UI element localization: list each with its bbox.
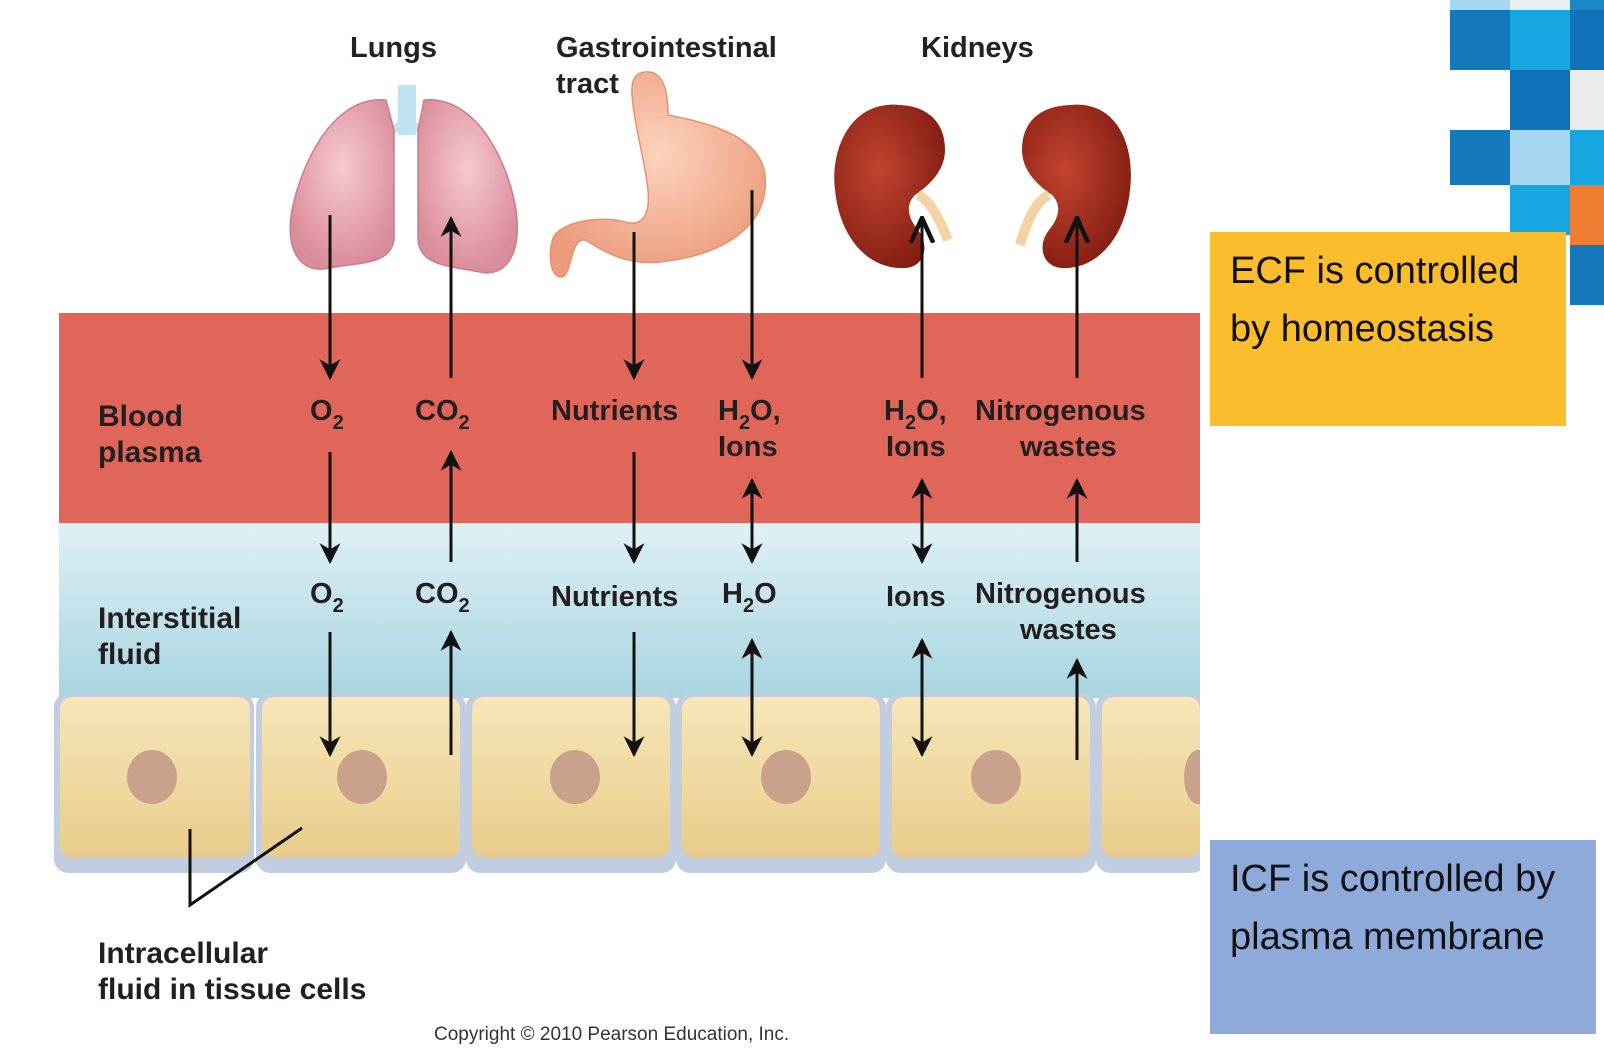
interstitial-nitrogenous-label-line1: Nitrogenous bbox=[975, 578, 1146, 610]
interstitial-label-line2: fluid bbox=[98, 638, 161, 671]
plasma-kidney-h2o-label: H2O, bbox=[884, 395, 947, 434]
gi-tract-label-line2: tract bbox=[556, 68, 619, 100]
kidneys-label: Kidneys bbox=[921, 32, 1034, 64]
interstitial-h2o-label: H2O bbox=[722, 578, 777, 617]
plasma-nutrients-label: Nutrients bbox=[551, 395, 678, 427]
tissue-cells bbox=[54, 693, 1212, 873]
intracellular-label-line2: fluid in tissue cells bbox=[98, 973, 366, 1006]
plasma-kidney-ions-label: Ions bbox=[886, 431, 946, 463]
interstitial-nitrogenous-label-line2: wastes bbox=[1019, 614, 1117, 646]
icf-note: ICF is controlled by plasma membrane bbox=[1210, 840, 1596, 1034]
intracellular-pointer bbox=[188, 826, 303, 908]
plasma-nitrogenous-label-line2: wastes bbox=[1019, 431, 1117, 463]
interstitial-ions-label: Ions bbox=[886, 581, 946, 613]
blood-plasma-label-line1: Blood bbox=[98, 400, 183, 433]
ecf-note: ECF is controlled by homeostasis bbox=[1210, 232, 1566, 426]
plasma-o2-label: O2 bbox=[310, 395, 344, 434]
interstitial-co2-label: CO2 bbox=[415, 578, 470, 617]
gi-tract-label-line1: Gastrointestinal bbox=[556, 32, 777, 64]
blood-plasma-label-line2: plasma bbox=[98, 436, 202, 469]
plasma-gi-ions-label: Ions bbox=[718, 431, 778, 463]
corner-tiles bbox=[1450, 0, 1604, 305]
lungs-icon bbox=[289, 85, 519, 274]
lungs-label: Lungs bbox=[350, 32, 437, 64]
plasma-gi-h2o-label: H2O, bbox=[718, 395, 781, 434]
stomach-icon bbox=[549, 71, 767, 278]
interstitial-nutrients-label: Nutrients bbox=[551, 581, 678, 613]
plasma-co2-label: CO2 bbox=[415, 395, 470, 434]
copyright-text: Copyright © 2010 Pearson Education, Inc. bbox=[434, 1024, 789, 1045]
plasma-nitrogenous-label-line1: Nitrogenous bbox=[975, 395, 1146, 427]
intracellular-label-line1: Intracellular bbox=[98, 937, 268, 970]
blood-plasma-band bbox=[59, 313, 1200, 523]
interstitial-label-line1: Interstitial bbox=[98, 602, 241, 635]
kidneys-icon bbox=[834, 104, 1131, 269]
interstitial-o2-label: O2 bbox=[310, 578, 344, 617]
